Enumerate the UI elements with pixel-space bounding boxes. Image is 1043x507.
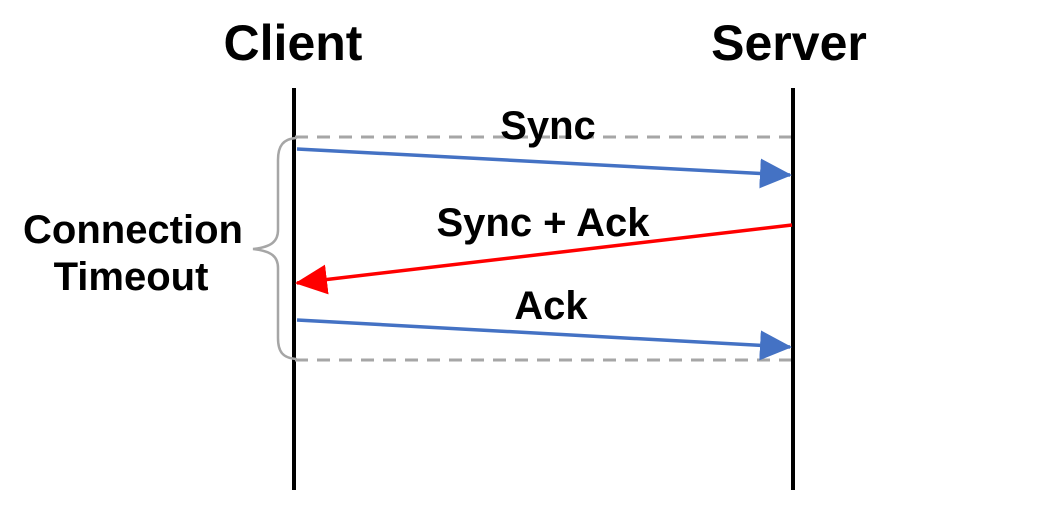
sync-ack-label: Sync + Ack bbox=[436, 201, 650, 245]
server-title: Server bbox=[711, 15, 867, 71]
connection-timeout-label-line2: Timeout bbox=[54, 255, 209, 299]
ack-arrow bbox=[296, 318, 792, 361]
timeout-brace bbox=[252, 136, 298, 361]
connection-timeout-label-line1: Connection bbox=[23, 208, 243, 252]
client-title: Client bbox=[224, 15, 363, 71]
sync-ack-arrow bbox=[295, 223, 793, 295]
sync-arrow bbox=[296, 147, 792, 189]
ack-label: Ack bbox=[514, 284, 588, 328]
sync-label: Sync bbox=[500, 104, 596, 148]
